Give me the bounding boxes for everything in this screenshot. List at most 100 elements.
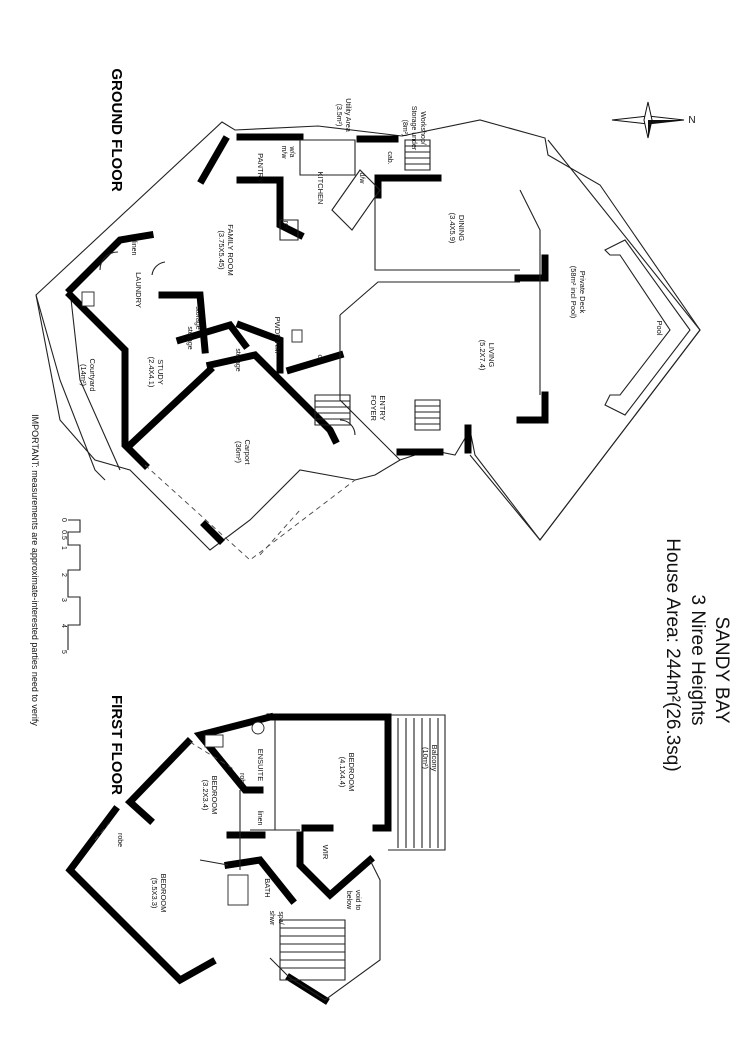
svg-text:(10m²): (10m²) [421,747,430,770]
dining-living-thin [339,195,520,316]
balcony-label: Balcony (10m²) [421,745,439,772]
svg-text:(2.4X4.1): (2.4X4.1) [147,357,156,388]
study-label: STUDY (2.4X4.1) [147,357,165,388]
bedroom-3-label: BEDROOM (5.5X3.3) [150,874,168,913]
ground-floor-heading: GROUND FLOOR [108,68,125,191]
ref-label: ref [282,221,289,229]
balcony-rails [397,718,439,848]
scale-tick-4: 4 [60,624,67,628]
ensuite-basin [251,721,265,735]
svg-text:(3.2X3.4): (3.2X3.4) [201,780,210,811]
svg-text:(4.1X4.4): (4.1X4.4) [338,757,347,788]
svg-text:ENTRY: ENTRY [378,395,387,420]
svg-text:BEDROOM: BEDROOM [347,753,356,792]
pool-label: Pool [655,320,664,335]
svg-text:Utility Area: Utility Area [344,98,351,132]
svg-text:(58m² incl Pool): (58m² incl Pool) [569,266,578,319]
door-swing [151,261,166,276]
svg-text:Balcony: Balcony [430,745,439,772]
living-bay [339,189,541,461]
svg-text:LIVING: LIVING [487,343,496,368]
compass-north-label: N [688,115,695,126]
scale-bar: 0 0.5 1 2 3 4 5 [60,518,81,654]
svg-text:DINING: DINING [457,215,466,241]
utility-label: Utility Area (3.5m²) [335,98,351,132]
living-label: LIVING (5.2X7.4) [478,340,496,371]
svg-text:shwr: shwr [268,911,275,926]
bath-label: BATH [263,878,272,897]
svg-text:(14m²): (14m²) [79,364,88,387]
first-floor-plan: Balcony (10m²) BEDROOM (4.1X4.4) ENSUITE… [65,712,446,1005]
carport-outline [144,464,356,561]
kitchen-bench [331,169,381,231]
dining-label: DINING (3.4X5.9) [448,213,466,244]
storage-label-2: storage [186,326,193,349]
spa-label: spa/ shwr [268,911,284,926]
cab-label: cab. [386,151,393,164]
entry-foyer-label: ENTRY FOYER [369,395,387,421]
ff-wall-bed2 [124,737,193,825]
stairs-utility [404,139,431,171]
laundry-wall [65,290,150,470]
cl-wall [285,350,345,375]
pantry-wall [236,176,305,240]
title-address: 3 Niree Heights [687,595,708,726]
bedroom-1-label: BEDROOM (4.1X4.4) [338,753,356,792]
svg-text:(3.4X5.9): (3.4X5.9) [448,213,457,244]
door-swing [339,419,356,436]
title-suburb: SANDY BAY [711,616,732,723]
north-wall [197,135,230,185]
svg-text:(5.5X3.3): (5.5X3.3) [150,878,159,909]
title-house-area: House Area: 244m²(26.3sq) [662,538,683,771]
disclaimer-note: IMPORTANT: measurements are approximate-… [30,414,40,726]
svg-text:(36m²): (36m²) [234,441,243,464]
study-wall-bottom [125,365,215,450]
courtyard-boundary [35,294,106,481]
first-floor-heading: FIRST FLOOR [108,695,125,795]
svg-text:BEDROOM: BEDROOM [210,776,219,815]
svg-text:(5.2X7.4): (5.2X7.4) [478,340,487,371]
svg-text:(3.75X5.45): (3.75X5.45) [217,230,226,270]
pantry-label: PANTRY [256,153,265,183]
scale-tick-05: 0.5 [60,530,67,540]
carport-post [200,520,225,545]
scale-tick-3: 3 [60,598,67,602]
wm-label: w/a [288,146,295,158]
living-wall-right [516,391,549,424]
courtyard-inner [69,289,121,471]
robe-label-2: robe [116,833,123,847]
hall-wall [205,351,340,445]
bath-tub [227,874,249,906]
title-block: SANDY BAY 3 Niree Heights House Area: 24… [662,538,732,771]
svg-text:Private Deck: Private Deck [578,271,587,314]
ff-wall-bed3 [65,805,217,985]
scale-tick-2: 2 [60,573,67,577]
carport-label: Carport (36m²) [234,439,252,465]
door-swing [99,251,119,271]
linen-label: linen [130,241,137,256]
storage-wall [175,320,250,350]
svg-text:void to: void to [354,890,361,911]
ground-floor-plan: Workshop/ Storage under (8m²) Utility Ar… [35,98,701,561]
dining-wall-right [514,254,549,282]
svg-text:FAMILY ROOM: FAMILY ROOM [226,224,235,275]
ensuite-label: ENSUITE [256,749,265,782]
wir-label: WIR [321,845,330,860]
ff-wall-top [266,713,392,832]
stairs-first-floor [279,919,346,981]
kitchen-label: KITCHEN [316,172,325,205]
svg-text:FOYER: FOYER [369,395,378,421]
linen-label-ff: linen [256,811,263,826]
svg-text:Workshop/: Workshop/ [419,111,426,144]
robe-label-1: robe [238,773,245,787]
stairs-deck [414,399,441,431]
cl-label: cl [316,354,323,360]
bedroom-2-label: BEDROOM (3.2X3.4) [201,776,219,815]
ground-outline [35,119,701,551]
scale-tick-1: 1 [60,546,67,550]
toilet [291,329,303,343]
void-label: void to below [345,890,361,911]
family-left-wall [65,230,155,295]
svg-text:Courtyard: Courtyard [88,359,97,392]
robe-outline [94,741,236,841]
